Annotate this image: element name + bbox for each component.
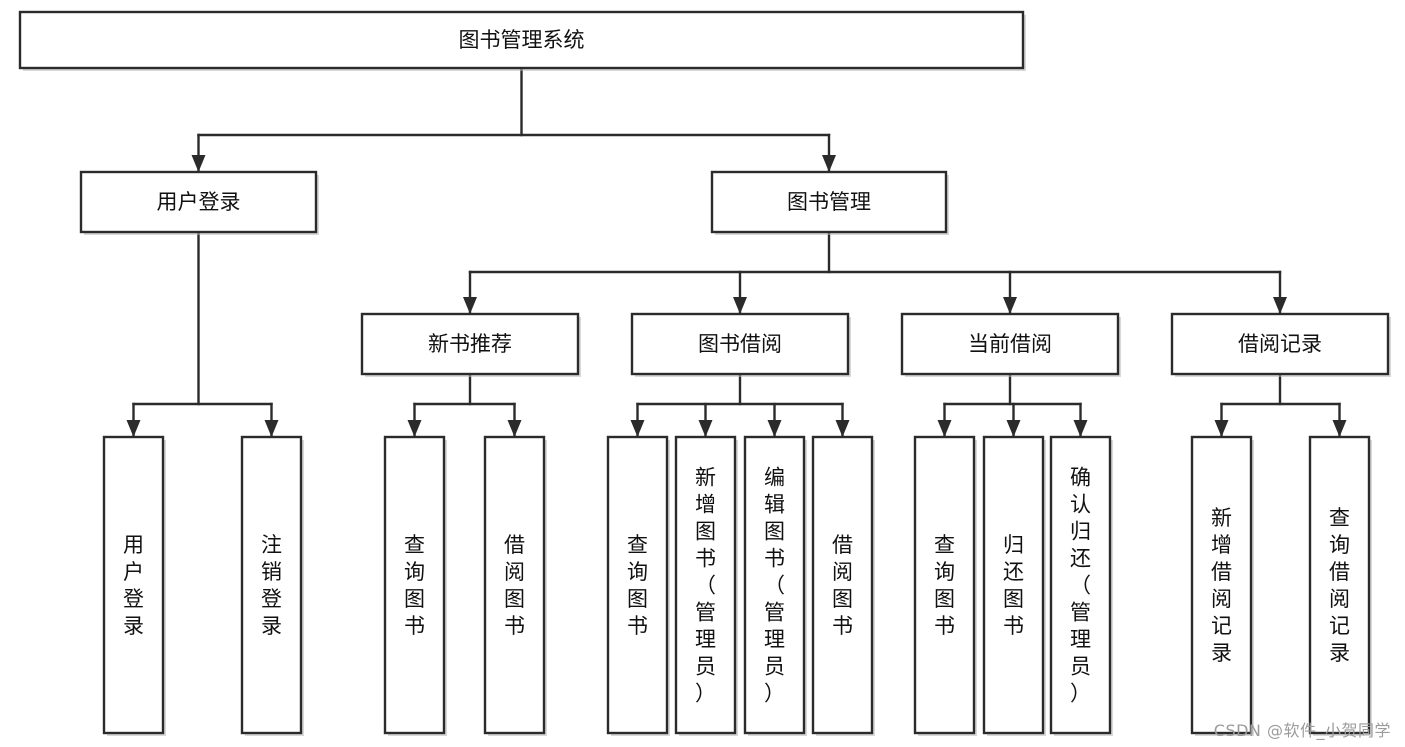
- arrow-head-icon: [1003, 297, 1017, 314]
- node-label: 查询图书: [627, 533, 648, 638]
- node-leaf[interactable]: [102, 435, 165, 735]
- node-leaf[interactable]: [240, 435, 303, 735]
- node-leaf[interactable]: [913, 435, 976, 735]
- node-label: 查询借阅记录: [1329, 506, 1350, 665]
- arrow-head-icon: [822, 155, 836, 172]
- node-label: 借阅图书: [832, 533, 853, 638]
- node-leaf[interactable]: [1190, 435, 1253, 735]
- arrow-head-icon: [126, 420, 141, 437]
- node-leaf[interactable]: [483, 435, 546, 735]
- node-label: 注销登录: [261, 533, 282, 638]
- arrow-head-icon: [1332, 420, 1347, 437]
- node-label: 用户登录: [123, 533, 144, 638]
- node-label: 图书管理: [787, 190, 871, 214]
- arrow-head-icon: [191, 155, 206, 172]
- node-leaf[interactable]: [743, 435, 806, 735]
- node-label: 图书借阅: [698, 332, 782, 356]
- node-label: 查询图书: [404, 533, 425, 638]
- node-label: 新增图书（管理员）: [695, 466, 716, 706]
- node-level3[interactable]: [360, 312, 580, 376]
- node-label: 新书推荐: [428, 332, 512, 356]
- node-label: 借阅图书: [504, 533, 525, 638]
- node-leaf[interactable]: [383, 435, 446, 735]
- node-leaf[interactable]: [1308, 435, 1371, 735]
- arrow-head-icon: [698, 420, 713, 437]
- node-leaf[interactable]: [1049, 435, 1112, 735]
- arrow-head-icon: [507, 420, 522, 437]
- arrow-head-icon: [463, 297, 477, 314]
- node-leaf[interactable]: [606, 435, 669, 735]
- arrow-head-icon: [630, 420, 645, 437]
- arrow-head-icon: [264, 420, 279, 437]
- node-level3[interactable]: [900, 312, 1120, 376]
- node-label: 归还图书: [1003, 533, 1024, 638]
- arrow-head-icon: [1214, 420, 1229, 437]
- node-root-图书管理系统[interactable]: [18, 10, 1025, 70]
- node-label: 借阅记录: [1238, 332, 1322, 356]
- arrow-head-icon: [937, 420, 952, 437]
- node-label: 用户登录: [157, 190, 241, 214]
- arrow-head-icon: [1073, 420, 1088, 437]
- node-leaf[interactable]: [811, 435, 874, 735]
- node-leaf[interactable]: [982, 435, 1045, 735]
- arrow-head-icon: [835, 420, 850, 437]
- node-label: 图书管理系统: [459, 28, 585, 52]
- arrow-head-icon: [1273, 297, 1287, 314]
- node-level3[interactable]: [1170, 312, 1390, 376]
- arrow-head-icon: [407, 420, 422, 437]
- node-leaf[interactable]: [674, 435, 737, 735]
- node-label: 确认归还（管理员）: [1070, 466, 1091, 706]
- node-level3[interactable]: [630, 312, 850, 376]
- node-level2[interactable]: [710, 170, 948, 234]
- arrow-head-icon: [733, 297, 747, 314]
- arrow-head-icon: [1006, 420, 1021, 437]
- node-level2[interactable]: [79, 170, 318, 234]
- node-label: 查询图书: [934, 533, 955, 638]
- node-label: 编辑图书（管理员）: [764, 466, 785, 706]
- arrow-head-icon: [767, 420, 782, 437]
- node-label: 当前借阅: [968, 332, 1052, 356]
- node-label: 新增借阅记录: [1211, 506, 1232, 665]
